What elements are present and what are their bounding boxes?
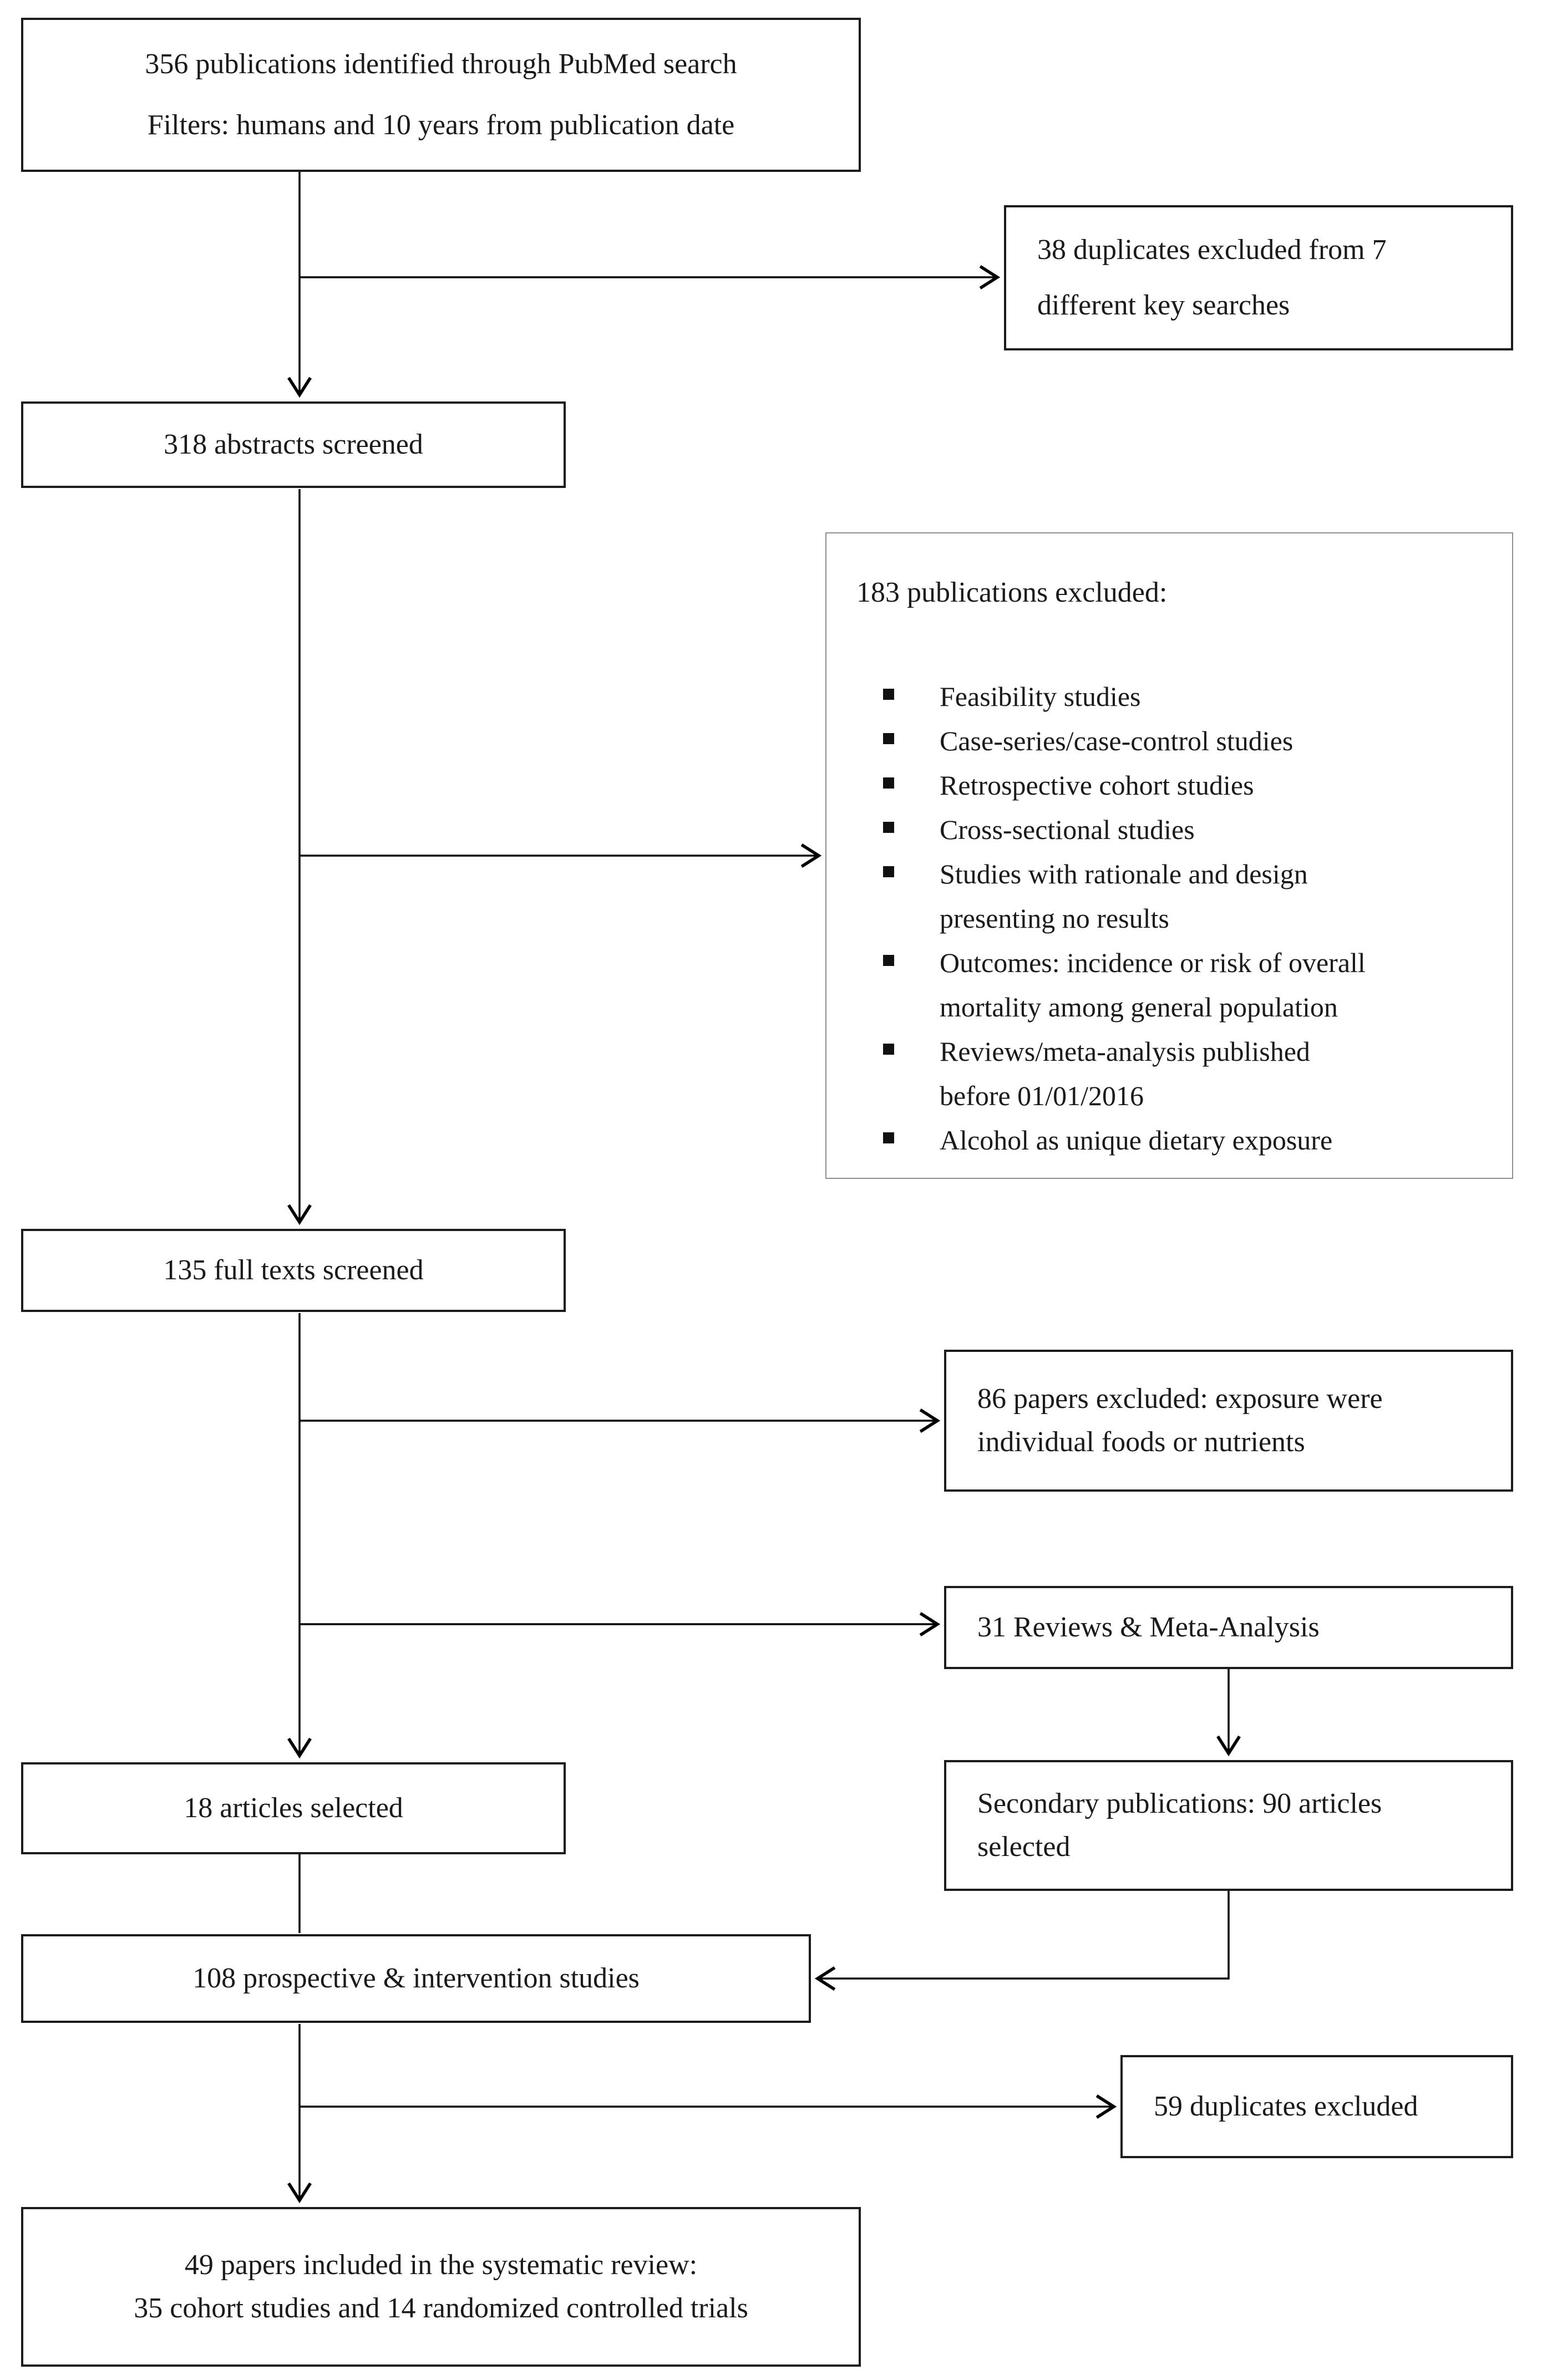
box-papers-excluded: 86 papers excluded: exposure were indivi… bbox=[944, 1350, 1513, 1492]
bullet-square-icon bbox=[883, 1132, 894, 1143]
box-reviews-meta-analysis: 31 Reviews & Meta-Analysis bbox=[944, 1586, 1513, 1669]
exclusion-list-item: Alcohol as unique dietary exposure bbox=[856, 1118, 1479, 1162]
box-abstracts-screened: 318 abstracts screened bbox=[21, 401, 566, 488]
box-papers-included: 49 papers included in the systematic rev… bbox=[21, 2207, 861, 2367]
bullet-square-icon bbox=[883, 866, 894, 877]
box-duplicates-excluded: 38 duplicates excluded from 7 different … bbox=[1004, 205, 1513, 350]
exclusion-list-item: Reviews/meta-analysis published before 0… bbox=[856, 1029, 1479, 1118]
exclusion-title: 183 publications excluded: bbox=[856, 577, 1168, 608]
exclusion-list: Feasibility studies Case-series/case-con… bbox=[856, 674, 1479, 1162]
arrow-secondary-to-prospective bbox=[814, 1891, 1230, 1991]
identified-line: 356 publications identified through PubM… bbox=[145, 48, 737, 80]
box-secondary-publications: Secondary publications: 90 articles sele… bbox=[944, 1760, 1513, 1891]
box-publications-excluded: 183 publications excluded: Feasibility s… bbox=[825, 532, 1513, 1179]
bullet-square-icon bbox=[883, 689, 894, 700]
identified-filters-line: Filters: humans and 10 years from public… bbox=[147, 109, 735, 141]
box-prospective-intervention: 108 prospective & intervention studies bbox=[21, 1934, 811, 2023]
bullet-square-icon bbox=[883, 777, 894, 789]
exclusion-list-item: Retrospective cohort studies bbox=[856, 763, 1479, 807]
box-duplicates-excluded-final: 59 duplicates excluded bbox=[1120, 2055, 1513, 2158]
bullet-square-icon bbox=[883, 955, 894, 966]
exclusion-list-item: Cross-sectional studies bbox=[856, 807, 1479, 852]
bullet-square-icon bbox=[883, 1044, 894, 1055]
bullet-square-icon bbox=[883, 733, 894, 744]
exclusion-list-item: Outcomes: incidence or risk of overall m… bbox=[856, 940, 1479, 1029]
bullet-square-icon bbox=[883, 822, 894, 833]
box-full-texts-screened: 135 full texts screened bbox=[21, 1229, 566, 1312]
box-articles-selected: 18 articles selected bbox=[21, 1762, 566, 1854]
exclusion-list-item: Case-series/case-control studies bbox=[856, 719, 1479, 763]
exclusion-list-item: Studies with rationale and design presen… bbox=[856, 852, 1479, 940]
box-publications-identified: 356 publications identified through PubM… bbox=[21, 18, 861, 172]
exclusion-list-item: Feasibility studies bbox=[856, 674, 1479, 719]
